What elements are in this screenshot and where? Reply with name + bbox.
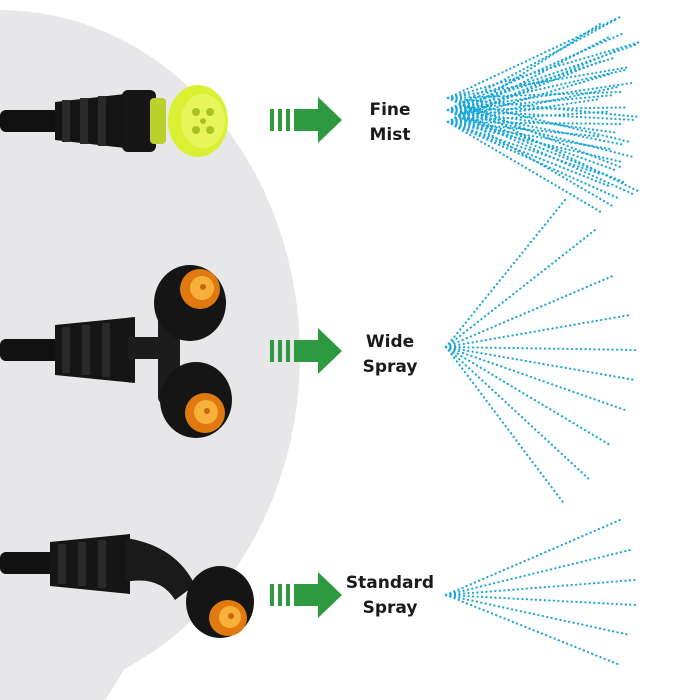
label-line: Spray [362, 598, 418, 618]
spray-ray [446, 18, 617, 112]
spray-ray [446, 120, 622, 126]
spray-ray [444, 345, 592, 482]
spray-ray [446, 108, 627, 147]
spray-ray [444, 593, 637, 607]
spray-ray [446, 120, 622, 201]
spray-ray [446, 108, 637, 122]
spray-ray [446, 120, 602, 213]
spray-ray [444, 345, 612, 447]
spray-ray [446, 43, 637, 112]
spray-ray [444, 593, 622, 667]
spray-ray [446, 96, 622, 169]
spray-ray [446, 120, 612, 188]
label-line: Wide [365, 332, 415, 352]
spray-ray [444, 228, 597, 349]
spray-ray [444, 345, 567, 507]
wide-spray-pattern [444, 198, 637, 507]
spray-ray [446, 120, 612, 151]
spray-ray [446, 35, 612, 124]
spray-ray [444, 273, 617, 349]
angled-nozzle-icon [0, 534, 254, 638]
double-head-nozzle-icon [0, 265, 232, 438]
spray-ray [446, 31, 627, 112]
spray-ray [446, 96, 632, 144]
spray-ray [446, 47, 622, 124]
spray-ray [446, 22, 602, 124]
spray-ray [446, 15, 622, 100]
spray-ray [444, 345, 627, 412]
spray-ray [446, 96, 642, 194]
standard-spray-pattern [444, 518, 637, 667]
spray-ray [446, 81, 637, 112]
wide-spray-label: Wide Spray [335, 330, 445, 380]
spray-ray [444, 198, 567, 349]
spray-ray [446, 120, 622, 163]
spray-ray [446, 60, 602, 124]
fine-mist-label: Fine Mist [335, 98, 445, 148]
spray-ray [446, 120, 602, 176]
spray-ray [446, 85, 622, 124]
fine-mist-nozzle-icon [0, 85, 228, 157]
right-arrow-icon [270, 328, 342, 374]
spray-ray [444, 518, 622, 597]
spray-ray [446, 106, 627, 112]
spray-ray [446, 108, 637, 197]
spray-ray [444, 548, 632, 597]
spray-ray [444, 578, 637, 597]
label-line: Mist [369, 125, 411, 145]
standard-spray-label: Standard Spray [335, 571, 445, 621]
spray-ray [446, 90, 622, 100]
right-arrow-icon [270, 572, 342, 618]
spray-ray [446, 65, 632, 100]
spray-ray [444, 593, 632, 637]
spray-ray [444, 345, 637, 382]
label-line: Spray [362, 357, 418, 377]
right-arrow-icon [270, 97, 342, 143]
spray-ray [444, 345, 637, 352]
spray-ray [446, 40, 642, 100]
label-line: Standard [345, 573, 435, 593]
fine-mist-spray-pattern [446, 15, 642, 213]
spray-ray [446, 108, 617, 172]
spray-ray [446, 110, 612, 124]
spray-ray [446, 72, 612, 124]
label-line: Fine [369, 100, 411, 120]
spray-ray [446, 97, 602, 124]
spray-ray [444, 313, 632, 349]
